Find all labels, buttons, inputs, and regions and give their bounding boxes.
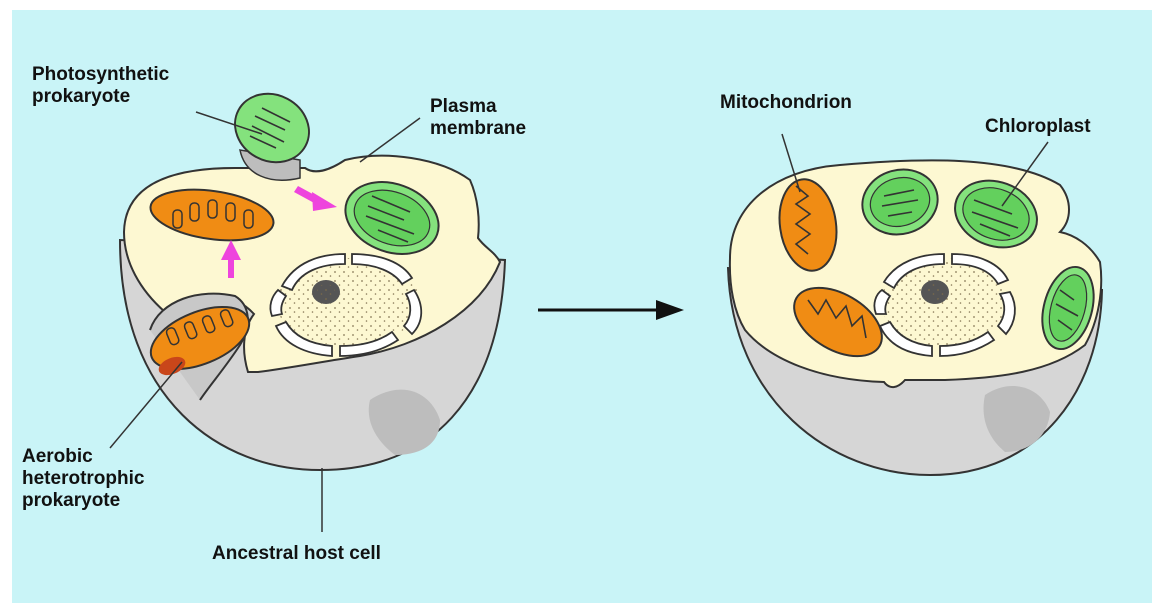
prokaryote-shadow	[158, 356, 186, 376]
label-mitochondrion: Mitochondrion	[720, 92, 852, 113]
leader-plasma-membrane	[359, 117, 421, 163]
right-chloroplast-3	[1041, 265, 1095, 351]
leader-chloroplast	[1001, 141, 1049, 207]
photosynthetic-prokaryote	[234, 92, 310, 181]
label-ancestral-host-cell: Ancestral host cell	[212, 543, 381, 564]
right-nucleus	[873, 253, 1016, 357]
left-nucleus	[269, 253, 423, 357]
leader-lines	[109, 111, 1049, 532]
aerobic-prokaryote	[149, 306, 251, 370]
right-arrow-icon	[538, 300, 684, 320]
leader-mitochondrion	[781, 133, 801, 193]
uptake-arrow-up	[221, 240, 241, 278]
right-chloroplast-2	[954, 179, 1038, 249]
eukaryotic-cell-shade	[983, 386, 1050, 452]
label-photosynthetic-prokaryote: Photosynthetic prokaryote	[32, 64, 170, 107]
right-mitochondrion-bottom	[793, 286, 883, 358]
host-cell-shell-shade	[368, 389, 440, 455]
magenta-arrow-icon	[221, 186, 337, 278]
leader-aerobic	[109, 361, 183, 449]
label-chloroplast: Chloroplast	[985, 116, 1091, 137]
left-mitochondrion	[149, 188, 275, 242]
right-mitochondrion-top	[778, 178, 838, 272]
uptake-arrow-right	[294, 186, 337, 211]
aerobic-prokaryote-uptake	[149, 292, 251, 401]
label-plasma-membrane: Plasma membrane	[430, 96, 527, 139]
leader-photosynthetic	[195, 111, 263, 135]
prokaryote-cristae	[165, 309, 234, 346]
label-aerobic-heterotrophic-prokaryote: Aerobic heterotrophic prokaryote	[22, 446, 145, 511]
right-chloroplast-1	[861, 168, 939, 236]
left-chloroplast	[344, 181, 440, 255]
